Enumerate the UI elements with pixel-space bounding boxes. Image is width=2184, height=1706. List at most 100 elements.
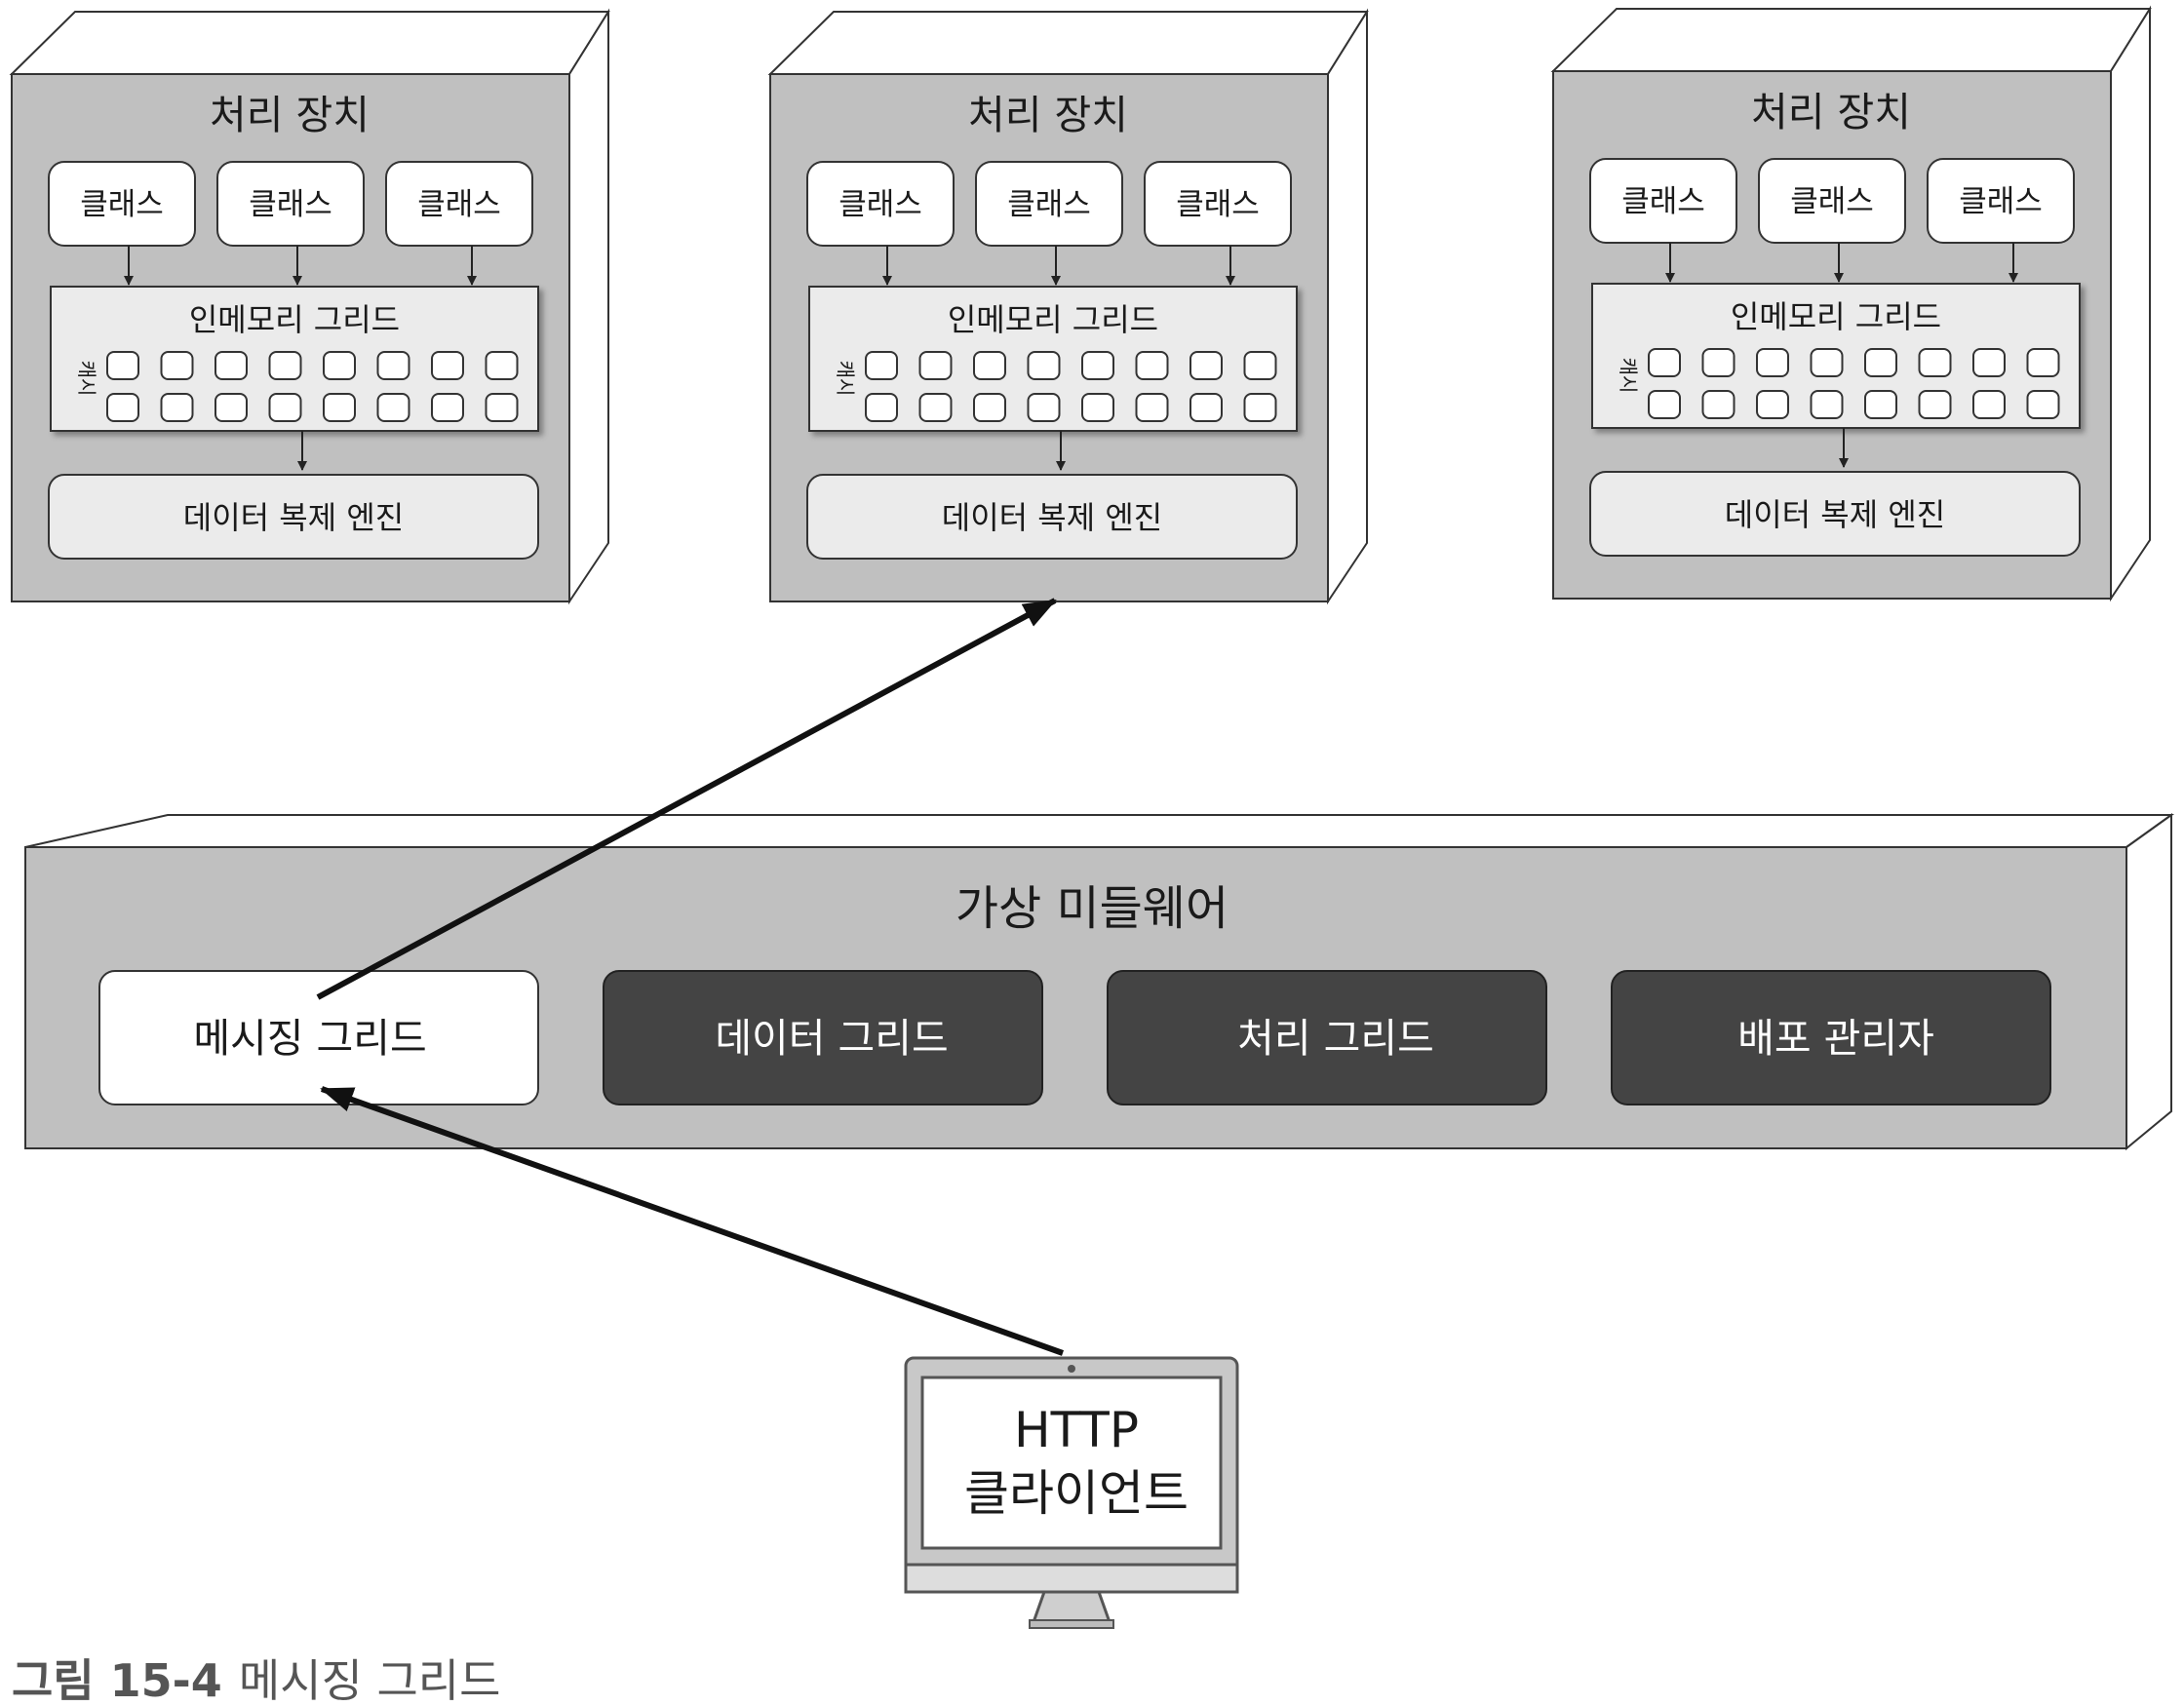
cache-cell: [1081, 393, 1114, 422]
class-label: 클래스: [249, 187, 332, 222]
cache-cell: [1648, 390, 1681, 419]
middleware-side-face: [2126, 813, 2172, 1151]
class-box[interactable]: 클래스: [48, 161, 196, 247]
cache-cell: [160, 393, 194, 422]
arrow-client-to-messaging: [320, 1086, 1065, 1356]
client-label-line2: 클라이언트: [964, 1465, 1189, 1522]
cache-label: 캐시: [1617, 358, 1640, 394]
middleware-item-deployment-manager[interactable]: 배포 관리자: [1611, 970, 2051, 1105]
cache-cell: [1972, 390, 2006, 419]
class-box[interactable]: 클래스: [216, 161, 365, 247]
cache-cell: [1756, 348, 1789, 377]
unit-title: 처리 장치: [968, 92, 1128, 138]
cache-cell: [1027, 351, 1061, 380]
class-label: 클래스: [838, 187, 922, 222]
messaging-grid-label: 메시징 그리드: [193, 1015, 426, 1062]
caption-text: 그림 15-4 메시징 그리드: [12, 1654, 500, 1706]
monitor-icon: [904, 1356, 1239, 1629]
middleware-item-messaging-grid[interactable]: 메시징 그리드: [98, 970, 539, 1105]
class-label: 클래스: [417, 187, 501, 222]
unit-title: 처리 장치: [1751, 89, 1911, 136]
class-box[interactable]: 클래스: [1927, 158, 2075, 244]
class-box[interactable]: 클래스: [385, 161, 533, 247]
cache-cell: [1027, 393, 1061, 422]
cache-cell: [323, 393, 356, 422]
unit-top-face: [9, 11, 610, 75]
cache-cell: [1135, 351, 1169, 380]
cache-cell: [1081, 351, 1114, 380]
engine-label: 데이터 복제 엔진: [1725, 496, 1945, 533]
cache-cell: [1135, 393, 1169, 422]
engine-label: 데이터 복제 엔진: [942, 499, 1162, 536]
unit-side-face: [1327, 8, 1368, 605]
cache-cell: [1972, 348, 2006, 377]
unit-side-face: [2110, 5, 2151, 602]
cache-cell: [1864, 390, 1897, 419]
cache-cell: [973, 351, 1006, 380]
cache-cell: [918, 351, 953, 380]
class-box[interactable]: 클래스: [1758, 158, 1906, 244]
middleware-item-data-grid[interactable]: 데이터 그리드: [603, 970, 1043, 1105]
caption-title: 메시징 그리드: [239, 1654, 501, 1706]
class-label: 클래스: [1621, 184, 1705, 219]
class-label: 클래스: [80, 187, 164, 222]
cache-cell: [1190, 393, 1223, 422]
arrow-messaging-to-unit: [316, 598, 1057, 1000]
cache-cell: [214, 393, 248, 422]
figure-caption: 그림 15-4 메시징 그리드: [12, 1654, 500, 1706]
cache-cell: [376, 351, 410, 380]
cache-cell: [1864, 348, 1897, 377]
processing-grid-label: 처리 그리드: [1237, 1015, 1434, 1062]
engine-label: 데이터 복제 엔진: [183, 499, 404, 536]
class-box[interactable]: 클래스: [1144, 161, 1292, 247]
cache-cell: [1190, 351, 1223, 380]
cache-cell: [485, 351, 519, 380]
grid-title: 인메모리 그리드: [1731, 298, 1941, 335]
class-label: 클래스: [1007, 187, 1091, 222]
unit-title: 처리 장치: [210, 92, 370, 138]
cache-cell: [214, 351, 248, 380]
replication-engine: 데이터 복제 엔진: [1589, 471, 2081, 557]
client-label-line1: HTTP: [1014, 1402, 1139, 1458]
cache-cell: [865, 393, 898, 422]
class-label: 클래스: [1790, 184, 1874, 219]
middleware-top-face: [24, 814, 2175, 848]
cache-cell: [106, 393, 139, 422]
cache-cell: [1810, 348, 1844, 377]
cache-cell: [160, 351, 194, 380]
cache-cell: [106, 351, 139, 380]
class-box[interactable]: 클래스: [1589, 158, 1737, 244]
cache-cell: [431, 351, 464, 380]
cache-cell: [1648, 348, 1681, 377]
cache-cell: [1701, 348, 1736, 377]
cache-label: 캐시: [834, 361, 857, 397]
replication-engine: 데이터 복제 엔진: [806, 474, 1298, 560]
middleware-title: 가상 미들웨어: [956, 881, 1228, 936]
cache-label: 캐시: [75, 361, 98, 397]
http-client: HTTP 클라이언트: [904, 1356, 1239, 1629]
cache-cell: [1243, 393, 1277, 422]
cache-cell: [431, 393, 464, 422]
class-box[interactable]: 클래스: [806, 161, 955, 247]
caption-number: 그림 15-4: [12, 1654, 222, 1706]
cache-cell: [1810, 390, 1844, 419]
replication-engine: 데이터 복제 엔진: [48, 474, 539, 560]
unit-side-face: [568, 8, 609, 605]
cache-cell: [2026, 348, 2060, 377]
class-box[interactable]: 클래스: [975, 161, 1123, 247]
cache-cell: [918, 393, 953, 422]
unit-top-face: [1550, 8, 2152, 72]
cache-cell: [1243, 351, 1277, 380]
cache-cell: [1701, 390, 1736, 419]
cache-cell: [376, 393, 410, 422]
middleware-item-processing-grid[interactable]: 처리 그리드: [1107, 970, 1547, 1105]
cache-cell: [1918, 390, 1952, 419]
cache-cell: [973, 393, 1006, 422]
